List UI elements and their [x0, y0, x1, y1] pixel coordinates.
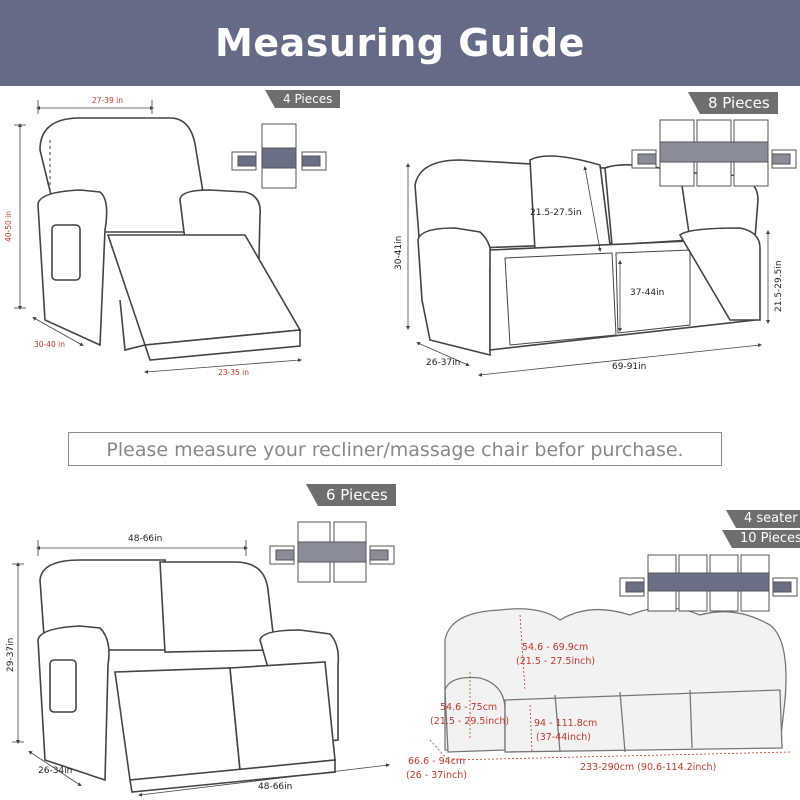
sofa-height-label: 30-41in — [394, 235, 404, 270]
four-seater-depth-cm-label: 66.6 - 94cm — [408, 756, 466, 767]
sofa-back-height-label: 21.5-27.5in — [530, 208, 582, 218]
four-seater-arm-cm-label: 54.6 - 75cm — [440, 702, 498, 713]
four-seater-length-label: 233-290cm (90.6-114.2inch) — [580, 762, 717, 773]
sofa-seat-width-label: 37-44in — [630, 288, 665, 298]
sofa-pieces-diagram — [631, 119, 797, 187]
loveseat-pieces-diagram — [269, 521, 395, 583]
loveseat-top-width-label: 48-66in — [128, 534, 163, 544]
recliner-depth-label: 30-40 in — [34, 340, 66, 349]
loveseat-dimension-lines — [12, 540, 390, 797]
loveseat-bottom-width-label: 48-66in — [258, 782, 293, 792]
four-seater-depth-inch-label: (26 - 37inch) — [406, 770, 467, 781]
recliner-pieces-diagram — [231, 123, 327, 189]
four-seater-dimension-lines — [429, 614, 791, 761]
four-seater-seater-tag: 4 seater — [726, 510, 800, 528]
sofa-arm-height-label: 21.5-29.5in — [774, 260, 784, 312]
loveseat-illustration — [37, 559, 340, 793]
recliner-height-label: 40-50 in — [4, 210, 13, 242]
four-seater-illustration — [444, 606, 787, 753]
recliner-width-label: 27-39 in — [92, 96, 124, 105]
page-title: Measuring Guide — [215, 21, 585, 65]
loveseat-height-label: 29-37in — [6, 637, 16, 672]
loveseat-depth-label: 26-34in — [38, 766, 73, 776]
recliner-dimension-lines — [14, 100, 302, 374]
recliner-seat-width-label: 23-35 in — [218, 368, 250, 377]
purchase-notice: Please measure your recliner/massage cha… — [68, 432, 722, 466]
four-seater-back-cm-label: 54.6 - 69.9cm — [522, 642, 589, 653]
four-seater-seat-cm-label: 94 - 111.8cm — [534, 718, 598, 729]
sofa-pieces-tag: 8 Pieces — [688, 92, 778, 114]
sofa-width-label: 69-91in — [612, 362, 647, 372]
four-seater-arm-inch-label: (21.5 - 29.5inch) — [430, 716, 510, 727]
four-seater-pieces-diagram — [619, 554, 798, 612]
title-banner — [0, 0, 800, 86]
recliner-illustration — [37, 117, 302, 361]
sofa-depth-label: 26-37in — [426, 358, 461, 368]
four-seater-pieces-tag: 10 Pieces — [722, 530, 800, 548]
four-seater-back-inch-label: (21.5 - 27.5inch) — [516, 656, 596, 667]
four-seater-seat-inch-label: (37-44inch) — [536, 732, 591, 743]
recliner-pieces-tag: 4 Pieces — [264, 90, 341, 108]
sofa-dimension-lines — [406, 163, 770, 377]
loveseat-pieces-tag: 6 Pieces — [306, 484, 396, 506]
